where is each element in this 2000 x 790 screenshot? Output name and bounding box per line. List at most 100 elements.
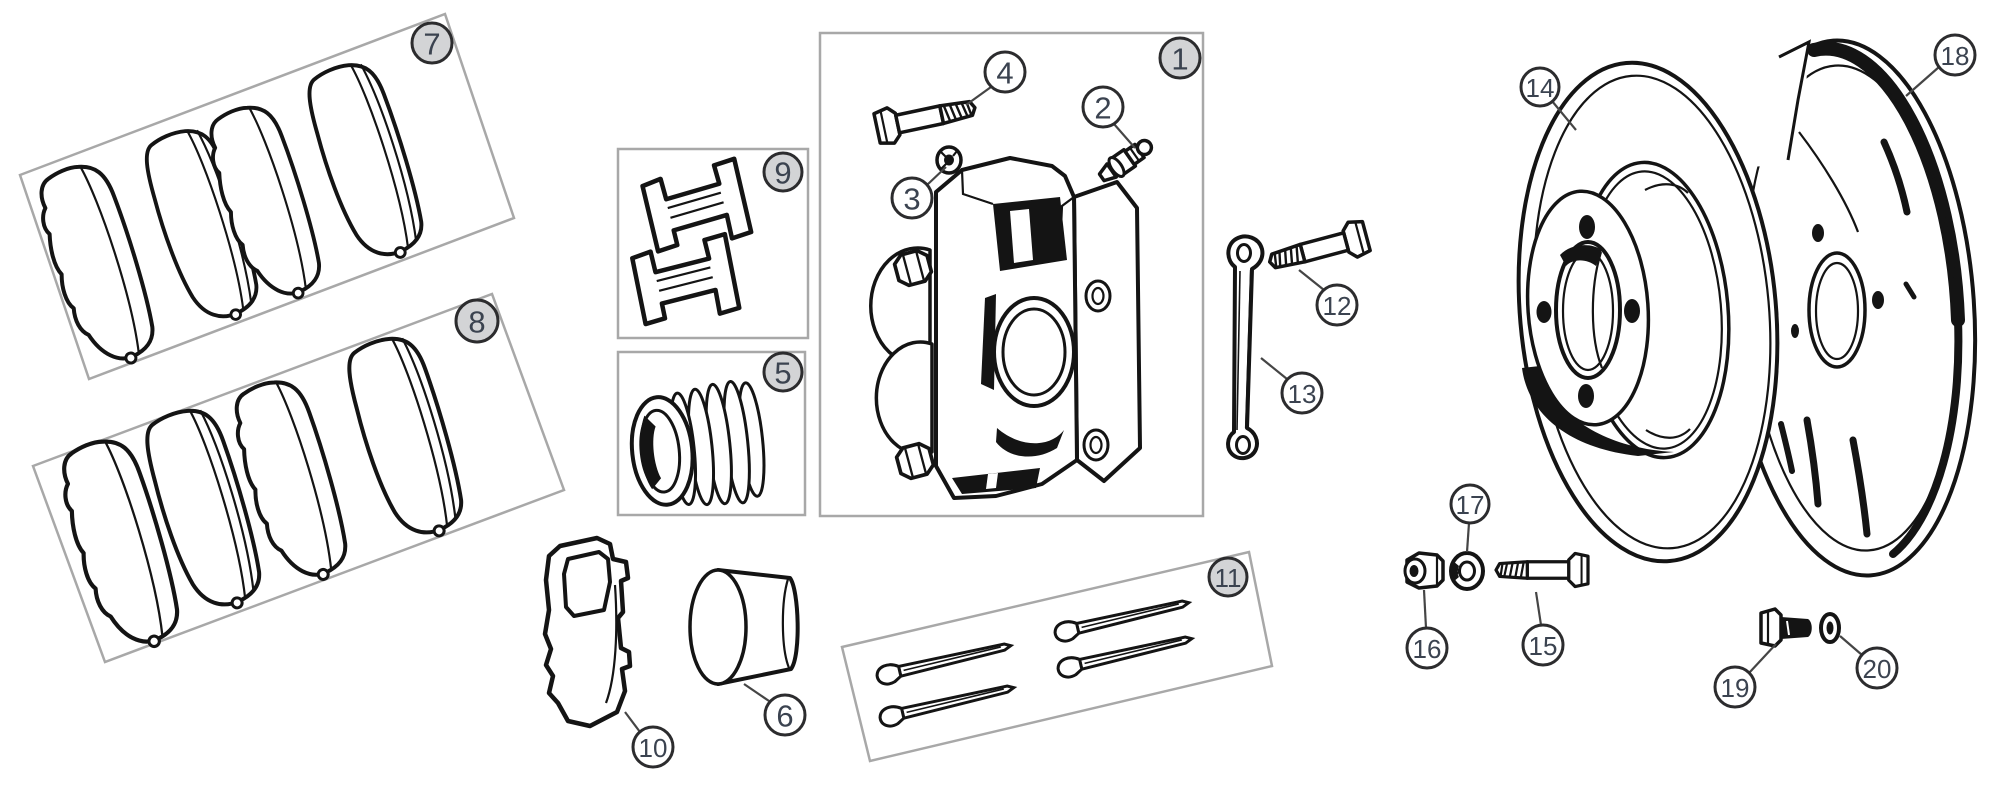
- callout-number-20: 20: [1863, 654, 1892, 684]
- callout-3[interactable]: 3: [890, 166, 947, 220]
- callout-16[interactable]: 16: [1405, 589, 1449, 670]
- parts-layer: [26, 24, 1978, 730]
- callout-number-8: 8: [468, 305, 485, 340]
- callout-leader-2: [1113, 123, 1136, 149]
- group-box-5: [616, 350, 807, 517]
- callout-9[interactable]: 9: [762, 151, 804, 193]
- callout-number-14: 14: [1526, 73, 1555, 103]
- callout-number-9: 9: [774, 156, 791, 191]
- part-spring-washer: [1819, 612, 1841, 644]
- group-box-9: [616, 147, 810, 340]
- callout-number-2: 2: [1094, 91, 1111, 126]
- part-brake-caliper: [869, 156, 1142, 500]
- group-box-1: [818, 31, 1205, 518]
- callout-14[interactable]: 14: [1519, 66, 1577, 131]
- callout-circle-6[interactable]: [763, 693, 807, 737]
- callout-circle-15[interactable]: [1521, 623, 1565, 667]
- group-box-7: [18, 12, 516, 381]
- callout-20[interactable]: 20: [1839, 635, 1899, 690]
- callout-number-15: 15: [1529, 631, 1558, 661]
- callout-1[interactable]: 1: [1158, 36, 1202, 80]
- callout-2[interactable]: 2: [1081, 85, 1136, 149]
- callout-leader-12: [1298, 269, 1325, 291]
- callout-leader-14: [1551, 100, 1577, 131]
- callout-circle-13[interactable]: [1280, 371, 1324, 415]
- part-piston-dust-boot: [629, 379, 766, 507]
- callout-number-1: 1: [1171, 42, 1188, 77]
- callout-circle-4[interactable]: [983, 50, 1027, 94]
- part-link-strap: [1226, 234, 1265, 461]
- callout-number-10: 10: [639, 733, 668, 763]
- callout-leader-4: [965, 86, 992, 106]
- callout-number-18: 18: [1941, 41, 1970, 71]
- callout-circle-14[interactable]: [1519, 66, 1561, 108]
- callout-leader-3: [926, 166, 947, 186]
- callout-number-12: 12: [1323, 291, 1352, 321]
- callout-leader-19: [1748, 643, 1777, 674]
- group-boxes-layer: [18, 12, 1274, 763]
- callout-circle-20[interactable]: [1855, 646, 1899, 690]
- callout-circle-16[interactable]: [1405, 626, 1449, 670]
- callout-leader-10: [624, 711, 641, 733]
- callout-circle-9[interactable]: [762, 151, 804, 193]
- callout-number-13: 13: [1288, 379, 1317, 409]
- callout-5[interactable]: 5: [762, 351, 804, 393]
- callout-number-6: 6: [776, 699, 793, 734]
- callout-number-17: 17: [1456, 490, 1485, 520]
- callout-circle-1[interactable]: [1158, 36, 1202, 80]
- callout-circle-12[interactable]: [1315, 283, 1359, 327]
- part-brake-pad-set-a: [26, 54, 437, 379]
- callout-circle-7[interactable]: [410, 21, 454, 65]
- callout-number-19: 19: [1721, 673, 1750, 703]
- part-caliper-piston: [688, 568, 800, 686]
- callout-7[interactable]: 7: [410, 21, 454, 65]
- callout-leader-20: [1839, 635, 1863, 656]
- callout-11[interactable]: 11: [1207, 556, 1249, 598]
- callout-leader-18: [1905, 66, 1940, 97]
- callout-8[interactable]: 8: [454, 298, 500, 344]
- part-bleed-screw: [1097, 138, 1154, 183]
- callout-circle-18[interactable]: [1933, 33, 1977, 77]
- callout-19[interactable]: 19: [1713, 643, 1777, 709]
- callout-leader-6: [743, 683, 770, 702]
- callout-circle-8[interactable]: [454, 298, 500, 344]
- callout-17[interactable]: 17: [1449, 483, 1491, 553]
- callout-circle-19[interactable]: [1713, 665, 1757, 709]
- part-shield-bolt: [1759, 607, 1812, 648]
- callout-leader-17: [1465, 522, 1471, 553]
- callout-circle-3[interactable]: [890, 176, 934, 220]
- part-splash-shield: [1726, 24, 1978, 578]
- part-caliper-mounting-bolt: [1263, 216, 1373, 282]
- part-anti-rattle-clips: [631, 158, 752, 324]
- callout-number-16: 16: [1413, 634, 1442, 664]
- group-box-11: [840, 550, 1274, 763]
- part-brake-disc: [1516, 60, 1780, 564]
- callout-leader-15: [1534, 591, 1543, 626]
- callout-circle-17[interactable]: [1449, 483, 1491, 525]
- callout-4[interactable]: 4: [965, 50, 1027, 106]
- group-box-8: [31, 292, 566, 664]
- callout-number-7: 7: [423, 27, 440, 62]
- part-hub-bolt: [1494, 551, 1590, 589]
- callout-10[interactable]: 10: [624, 711, 675, 769]
- callout-number-3: 3: [903, 182, 920, 217]
- part-caliper-bolt: [871, 88, 981, 148]
- callout-18[interactable]: 18: [1905, 33, 1977, 97]
- callout-number-5: 5: [774, 356, 791, 391]
- callout-circle-2[interactable]: [1081, 85, 1125, 129]
- callout-circle-5[interactable]: [762, 351, 804, 393]
- callout-leader-16: [1422, 589, 1428, 629]
- callout-6[interactable]: 6: [743, 683, 807, 737]
- callout-12[interactable]: 12: [1298, 269, 1359, 327]
- callout-number-11: 11: [1215, 563, 1242, 593]
- callout-13[interactable]: 13: [1260, 357, 1324, 415]
- callout-15[interactable]: 15: [1521, 591, 1565, 667]
- part-hub-nut: [1403, 551, 1445, 590]
- part-lock-washer: [1449, 551, 1485, 591]
- callout-circle-11[interactable]: [1207, 556, 1249, 598]
- part-pad-retaining-pins: [873, 592, 1196, 730]
- callout-circle-10[interactable]: [631, 725, 675, 769]
